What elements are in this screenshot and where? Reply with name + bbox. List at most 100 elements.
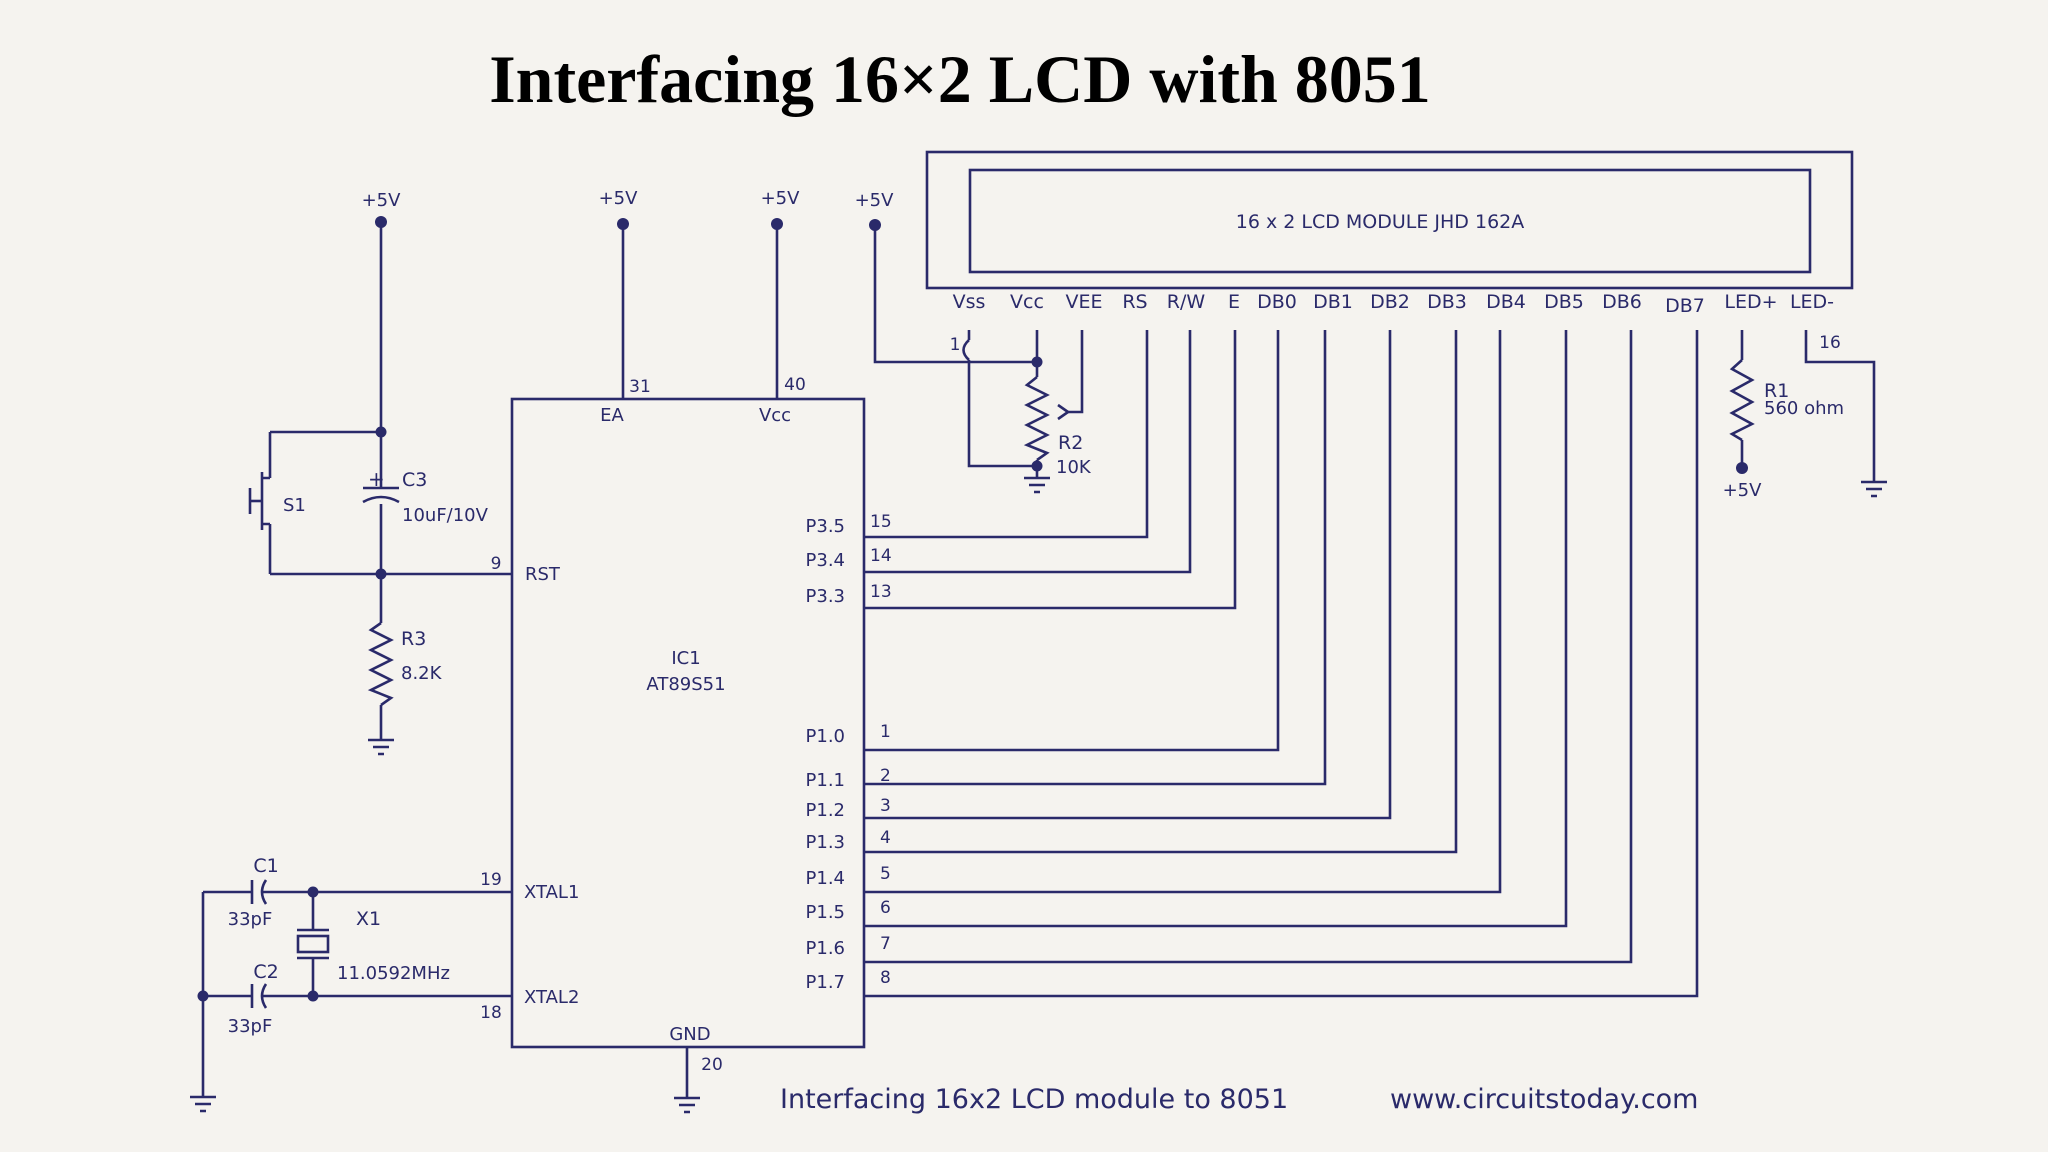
ic-xtal2-label: XTAL2 bbox=[524, 987, 579, 1008]
ic-part-number: AT89S51 bbox=[646, 674, 725, 695]
lcd-pin1-number: 1 bbox=[950, 335, 961, 355]
wire-rw bbox=[864, 330, 1192, 574]
supply-label-backlight: +5V bbox=[1723, 480, 1763, 501]
port-label-p1-4: P1.4 bbox=[806, 868, 845, 889]
capacitor-c2: C2 33pF bbox=[228, 961, 279, 1037]
lcd-pin-db4: DB4 bbox=[1486, 291, 1526, 313]
lcd-screen bbox=[968, 168, 1812, 274]
junction-reset-top bbox=[375, 426, 387, 438]
potentiometer-r2 bbox=[1023, 375, 1050, 462]
wire-e bbox=[864, 330, 1237, 610]
lcd-module-label: 16 x 2 LCD MODULE JHD 162A bbox=[1236, 211, 1525, 233]
c1-value: 33pF bbox=[228, 909, 273, 930]
wire-ea-vcc bbox=[621, 224, 779, 399]
ic-rst-label: RST bbox=[525, 564, 561, 585]
port-pin-p1-7: 8 bbox=[880, 968, 891, 988]
wire-db2 bbox=[864, 330, 1392, 820]
resistor-r3: R3 8.2K bbox=[367, 621, 443, 707]
backlight-circuit: R1 560 ohm bbox=[1729, 330, 1887, 498]
lcd-pin16-number: 16 bbox=[1819, 333, 1841, 353]
c3-ref: C3 bbox=[402, 469, 427, 491]
ic-xtal1-label: XTAL1 bbox=[524, 882, 579, 903]
junction-osc-ground bbox=[197, 990, 209, 1002]
x1-value: 11.0592MHz bbox=[337, 963, 450, 984]
reset-switch: S1 bbox=[248, 472, 306, 530]
r1-value: 560 ohm bbox=[1764, 398, 1844, 419]
lcd-power-wires bbox=[873, 225, 1084, 478]
ic-rst-pin: 9 bbox=[491, 554, 502, 574]
lcd-pin-vee: VEE bbox=[1065, 291, 1102, 313]
r3-value: 8.2K bbox=[401, 663, 443, 684]
port-pin-p3-4: 14 bbox=[870, 546, 892, 566]
website-credit: www.circuitstoday.com bbox=[1390, 1084, 1698, 1115]
wire-db7 bbox=[864, 330, 1699, 998]
lcd-pin-db6: DB6 bbox=[1602, 291, 1642, 313]
c1-ref: C1 bbox=[253, 855, 278, 877]
supply-label-lcd: +5V bbox=[855, 190, 895, 211]
ic-ea-label: EA bbox=[600, 405, 624, 426]
wire-db0 bbox=[864, 330, 1280, 752]
capacitor-c3: + C3 10uF/10V bbox=[362, 467, 489, 526]
port-label-p1-0: P1.0 bbox=[806, 726, 845, 747]
lcd-pin-led+: LED+ bbox=[1724, 291, 1777, 313]
wiper-arrow bbox=[1057, 403, 1069, 421]
oscillator-circuit: C1 33pF C2 33pF X1 11.0592MHz bbox=[190, 855, 512, 1113]
port-label-p3-5: P3.5 bbox=[806, 516, 845, 537]
port-label-p1-7: P1.7 bbox=[806, 972, 845, 993]
reset-circuit: S1 + C3 10uF/10V R3 8.2K bbox=[248, 222, 512, 756]
r2-value: 10K bbox=[1056, 457, 1092, 478]
supply-terminals: +5V +5V +5V +5V +5V bbox=[362, 188, 1763, 501]
wire-rs bbox=[864, 330, 1149, 539]
port-pin-p1-0: 1 bbox=[880, 722, 891, 742]
ground-reset bbox=[368, 738, 394, 756]
ground-backlight bbox=[1861, 480, 1887, 498]
junction-reset-bottom bbox=[375, 568, 387, 580]
reset-wires bbox=[268, 222, 512, 740]
capacitor-c1: C1 33pF bbox=[228, 855, 279, 930]
s1-label: S1 bbox=[283, 495, 306, 516]
lcd-contrast-circuit: R2 10K bbox=[873, 225, 1092, 494]
page-title: Interfacing 16×2 LCD with 8051 bbox=[489, 41, 1431, 117]
ic-xtal1-pin: 19 bbox=[480, 870, 502, 890]
lcd-pin-vcc: Vcc bbox=[1010, 291, 1044, 313]
resistor-r1 bbox=[1729, 359, 1755, 442]
lcd-pin-db5: DB5 bbox=[1544, 291, 1584, 313]
ic-vcc-label: Vcc bbox=[759, 405, 791, 426]
lcd-outline bbox=[925, 150, 1854, 290]
lcd-pin-db0: DB0 bbox=[1257, 291, 1297, 313]
x1-ref: X1 bbox=[356, 908, 381, 930]
port-pin-p1-1: 2 bbox=[880, 766, 891, 786]
lcd-pin-db3: DB3 bbox=[1427, 291, 1467, 313]
ic-gnd-pin: 20 bbox=[701, 1055, 723, 1075]
wire-db3 bbox=[864, 330, 1458, 854]
port-pin-p1-6: 7 bbox=[880, 934, 891, 954]
ground-ic bbox=[674, 1047, 700, 1114]
lcd-pin-db7: DB7 bbox=[1665, 295, 1705, 317]
port-pin-p1-5: 6 bbox=[880, 898, 891, 918]
supply-label-ea: +5V bbox=[599, 188, 639, 209]
ic-vcc-pin: 40 bbox=[784, 375, 806, 395]
r2-ref: R2 bbox=[1058, 432, 1083, 454]
junction-vss bbox=[1031, 460, 1043, 472]
signal-lines bbox=[864, 330, 1699, 998]
microcontroller-ic: IC1 AT89S51 EA 31 Vcc 40 RST 9 XTAL1 19 … bbox=[480, 375, 891, 1075]
port-label-p3-3: P3.3 bbox=[806, 586, 845, 607]
port-label-p1-1: P1.1 bbox=[806, 770, 845, 791]
port-label-p1-2: P1.2 bbox=[806, 800, 845, 821]
lcd-pin-db1: DB1 bbox=[1313, 291, 1353, 313]
c2-value: 33pF bbox=[228, 1016, 273, 1037]
c3-polarity: + bbox=[368, 467, 385, 491]
port-pin-p1-3: 4 bbox=[880, 828, 891, 848]
port-label-p1-5: P1.5 bbox=[806, 902, 845, 923]
lcd-pin-e: E bbox=[1228, 291, 1240, 313]
lcd-pin-rs: RS bbox=[1122, 291, 1147, 313]
caption: Interfacing 16x2 LCD module to 8051 bbox=[780, 1084, 1288, 1115]
lcd-pin-led-: LED- bbox=[1790, 291, 1834, 313]
r3-ref: R3 bbox=[401, 628, 426, 650]
c2-ref: C2 bbox=[253, 961, 278, 983]
port-pin-p1-2: 3 bbox=[880, 796, 891, 816]
port-pin-p3-5: 15 bbox=[870, 512, 892, 532]
